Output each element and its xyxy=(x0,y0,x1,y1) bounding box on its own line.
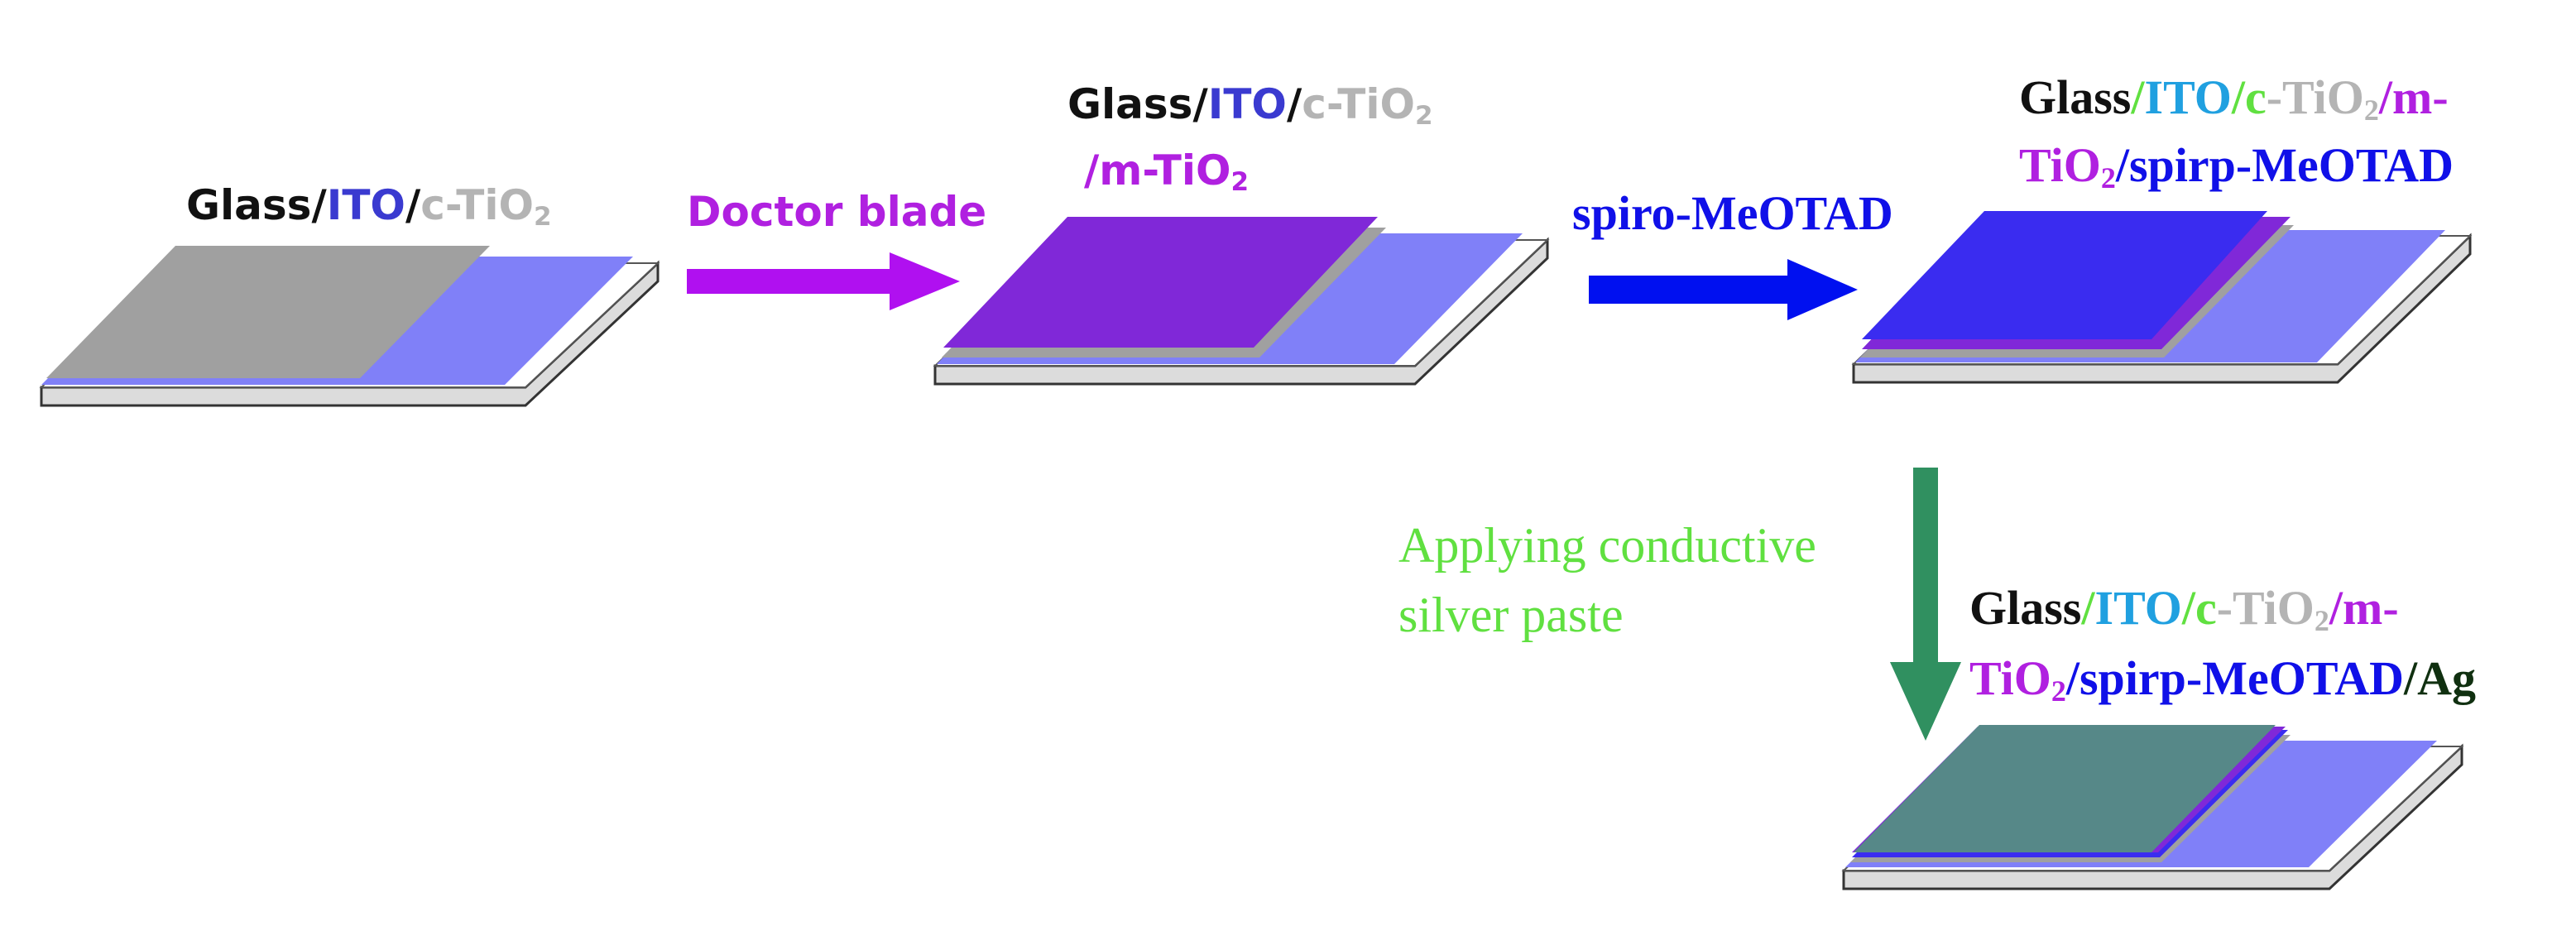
subscript: 2 xyxy=(534,201,552,232)
device-2-mtio2-layer xyxy=(943,217,1378,348)
silver-paste-label-line2: silver paste xyxy=(1398,589,1624,641)
silver-paste-text-1: Applying conductive xyxy=(1398,518,1816,573)
silver-paste-label-line1: Applying conductive xyxy=(1398,520,1816,572)
layer-ag-text: Ag xyxy=(2417,651,2477,705)
separator-text: / xyxy=(2231,70,2245,124)
device-3-label-line2: TiO2/spirp-MeOTAD xyxy=(2019,138,2454,194)
separator-text: / xyxy=(2181,581,2195,635)
device-2-label-line1: Glass/ITO/c-TiO2 xyxy=(1067,80,1433,129)
layer-glass-text: Glass xyxy=(1969,581,2082,635)
spiro-arrow-text: spiro-MeOTAD xyxy=(1572,186,1893,240)
separator-text: / xyxy=(1192,80,1208,128)
layer-glass-text: Glass xyxy=(186,181,312,229)
separator-text: / xyxy=(405,181,421,229)
separator-text: / xyxy=(2065,651,2080,705)
layer-ctio2-text: c-TiO xyxy=(420,181,534,229)
subscript: 2 xyxy=(1230,166,1250,197)
device-1-ctio2-layer xyxy=(46,246,490,378)
separator-text: / xyxy=(1286,80,1302,128)
device-4-ag-layer xyxy=(1854,725,2276,852)
layer-glass-text: Glass xyxy=(1067,80,1193,128)
layer-m-text: m- xyxy=(2392,70,2449,124)
layer-spiro-text: spirp-MeOTAD xyxy=(2079,651,2404,705)
layer-ito-text: ITO xyxy=(2144,70,2232,124)
device-2-mtio2 xyxy=(933,217,1550,386)
layer-ito-text: ITO xyxy=(326,181,405,229)
separator-text: / xyxy=(311,181,327,229)
separator-text: / xyxy=(2404,651,2418,705)
spiro-arrow-label: spiro-MeOTAD xyxy=(1572,186,1893,240)
layer-tio2-text: TiO xyxy=(2019,138,2101,192)
device-3-spiro xyxy=(1851,211,2473,384)
device-4-label-line1: Glass/ITO/c-TiO2/m- xyxy=(1969,581,2399,637)
separator-text: / xyxy=(2115,138,2129,192)
layer-c-text: c xyxy=(2244,70,2267,124)
subscript: 2 xyxy=(2363,93,2379,127)
layer-glass-text: Glass xyxy=(2019,70,2132,124)
layer-ctio2-text: c-TiO xyxy=(1302,80,1415,128)
layer-ito-text: ITO xyxy=(2094,581,2182,635)
device-3-label-line1: Glass/ITO/c-TiO2/m- xyxy=(2019,70,2449,125)
layer-m-text: m- xyxy=(2343,581,2399,635)
device-4-label-line2: TiO2/spirp-MeOTAD/Ag xyxy=(1969,651,2477,706)
arrow-spiro xyxy=(1589,259,1858,320)
layer-spiro-text: spirp-MeOTAD xyxy=(2128,138,2454,192)
subscript: 2 xyxy=(2051,674,2066,708)
separator-text: / xyxy=(2329,581,2343,635)
doctor-blade-text: Doctor blade xyxy=(687,188,987,236)
arrow-silver-paste xyxy=(1890,468,1961,741)
layer-c-text: c xyxy=(2195,581,2217,635)
separator-text: / xyxy=(2378,70,2392,124)
subscript: 2 xyxy=(1415,100,1433,131)
device-1-label: Glass/ITO/c-TiO2 xyxy=(186,181,552,230)
device-1-glass-ito-ctio2 xyxy=(39,246,660,407)
device-4-ag xyxy=(1841,725,2464,890)
layer-tio2-text: TiO xyxy=(1969,651,2051,705)
separator-text: / xyxy=(2081,581,2095,635)
subscript: 2 xyxy=(2314,603,2329,637)
layer-tio2-text: -TiO xyxy=(2266,70,2364,124)
silver-paste-text-2: silver paste xyxy=(1398,588,1624,642)
device-2-label-line2: /m-TiO2 xyxy=(1084,146,1249,195)
layer-ito-text: ITO xyxy=(1207,80,1287,128)
layer-tio2-text: -TiO xyxy=(2216,581,2315,635)
device-3-spiro-layer xyxy=(1862,211,2267,339)
layer-mtio2-text: /m-TiO xyxy=(1084,146,1231,194)
separator-text: / xyxy=(2131,70,2145,124)
doctor-blade-label: Doctor blade xyxy=(687,190,986,234)
subscript: 2 xyxy=(2100,161,2116,194)
arrow-doctor-blade xyxy=(687,252,960,310)
